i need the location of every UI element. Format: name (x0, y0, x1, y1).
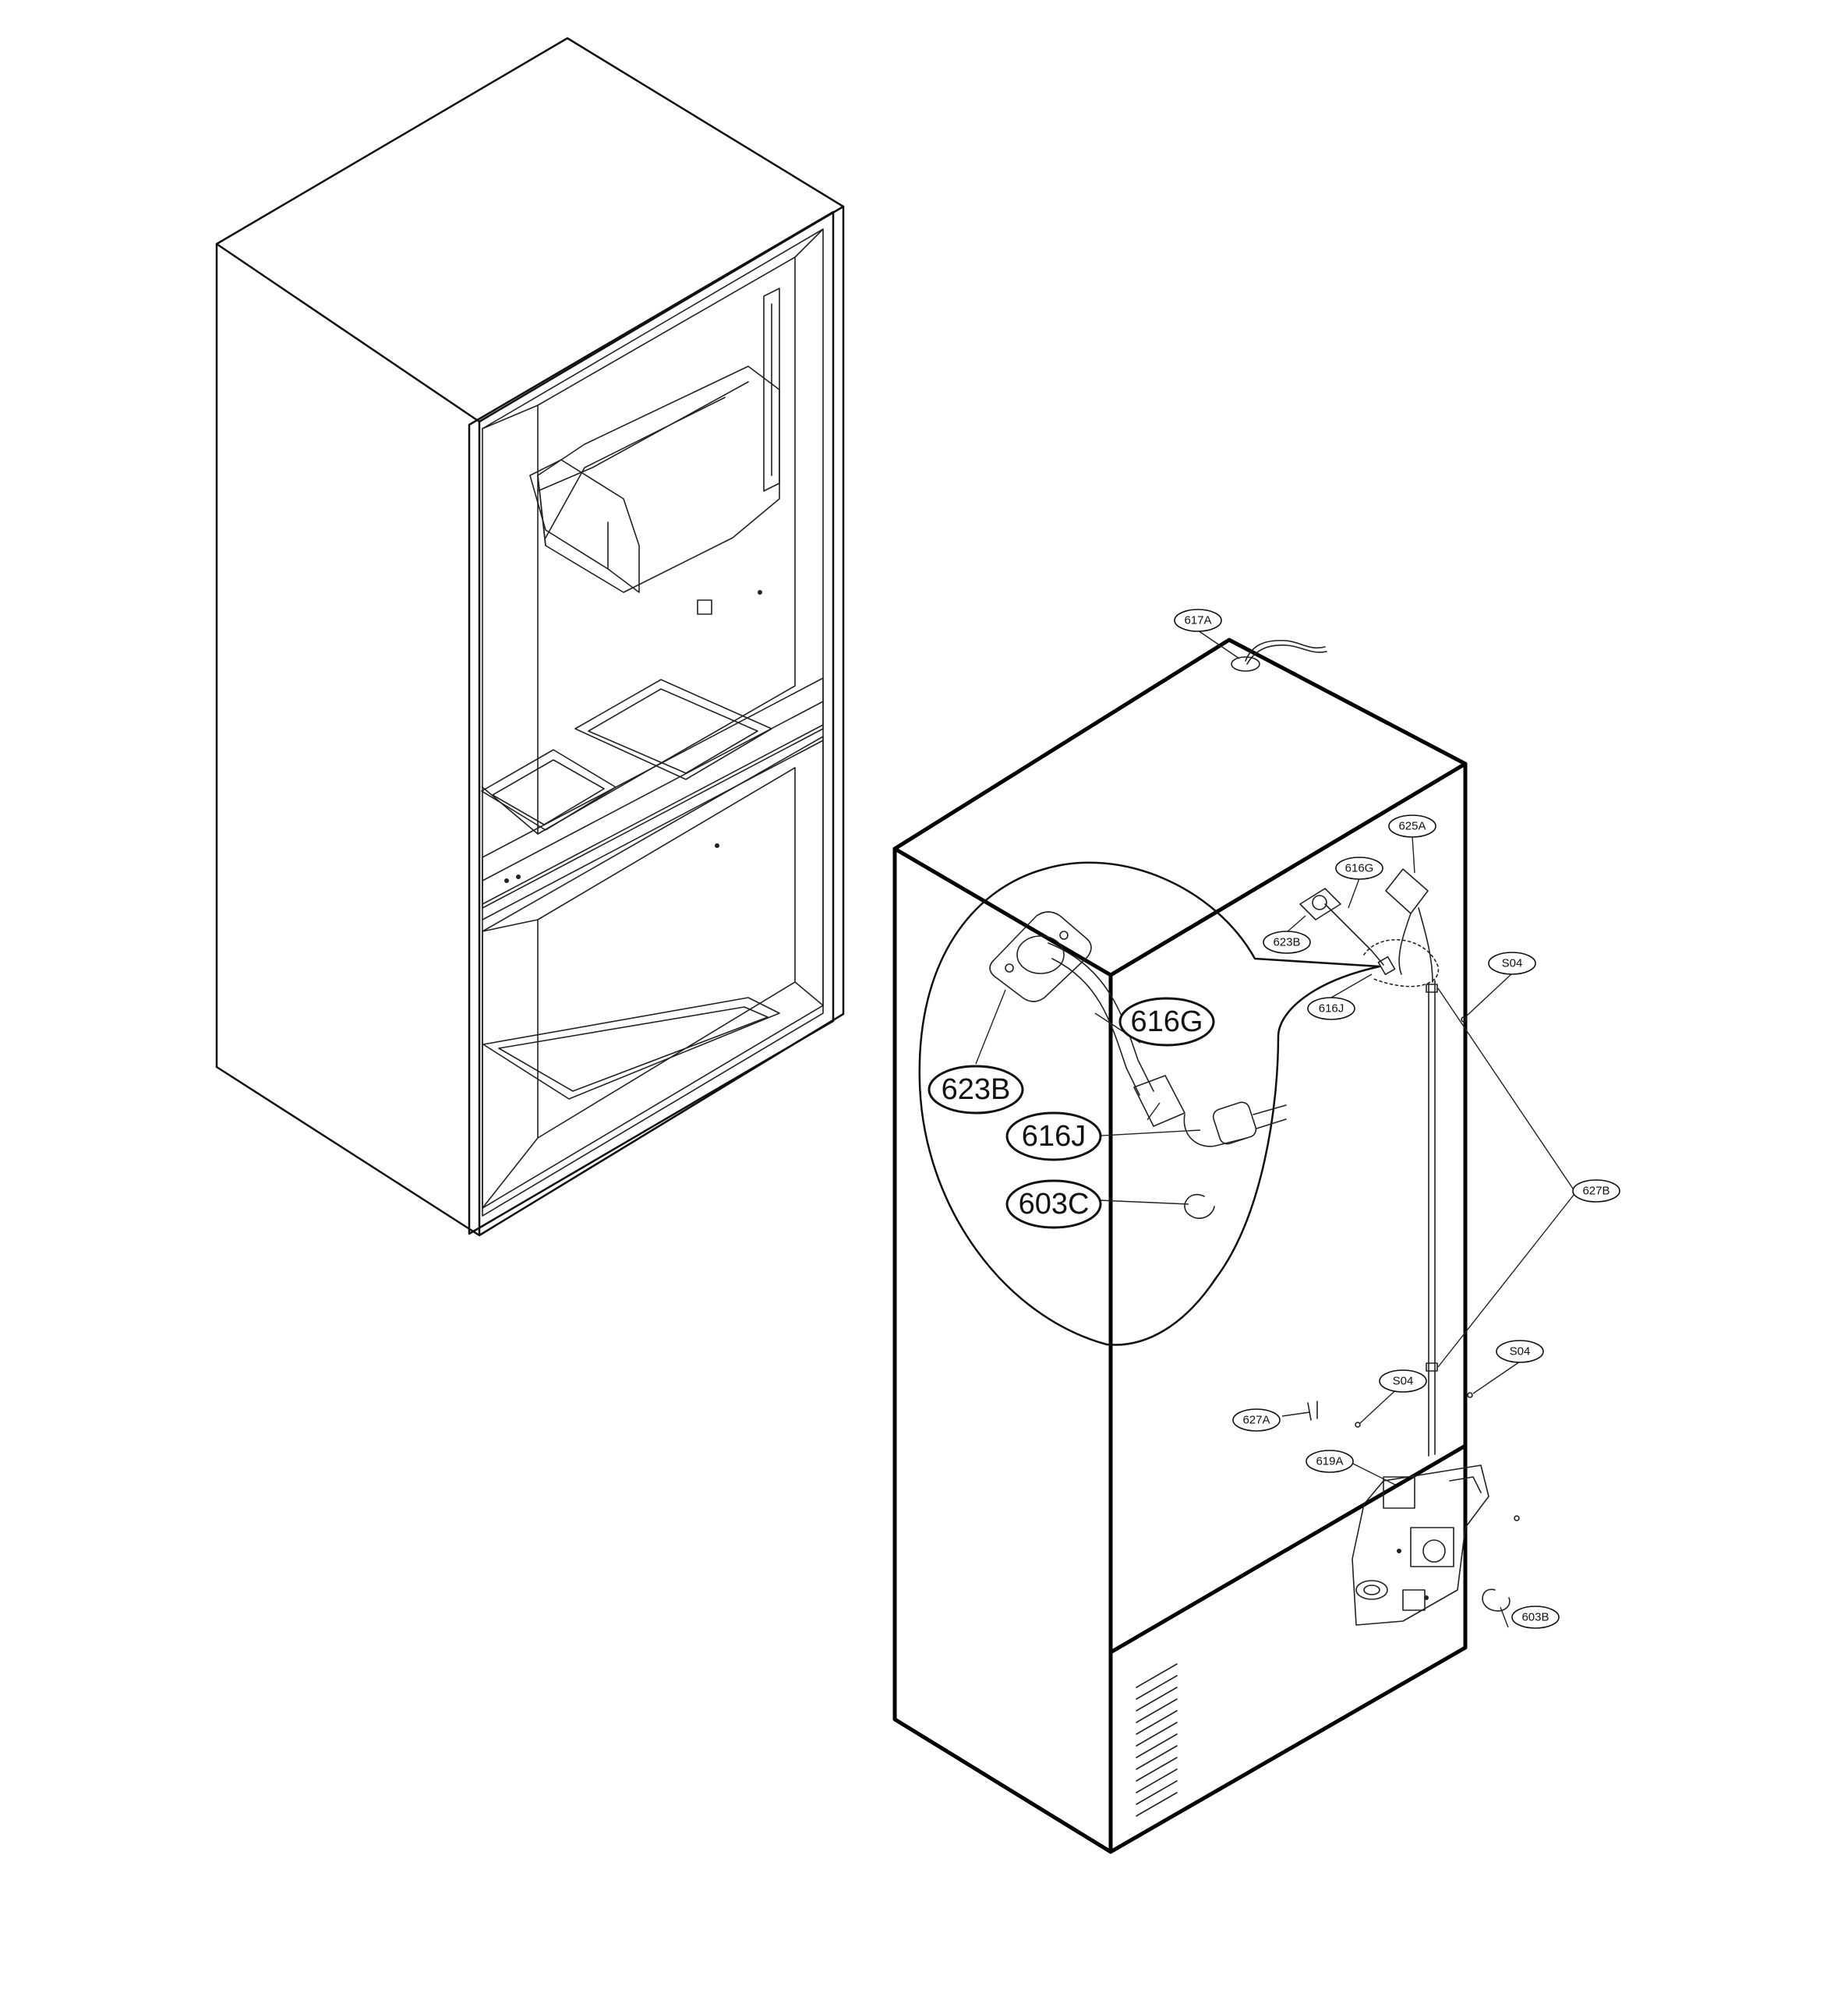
callout-S04-mid: S04 (1496, 1340, 1544, 1363)
vent-grille (1136, 1663, 1178, 1817)
detail-callout-603C: 603C (1005, 1179, 1102, 1229)
callout-619A: 619A (1306, 1450, 1354, 1473)
callout-625A: 625A (1388, 814, 1436, 838)
callout-S04-low: S04 (1379, 1369, 1427, 1393)
callout-627B: 627B (1572, 1179, 1620, 1203)
detail-callout-623B: 623B (928, 1065, 1024, 1115)
svg-text:616J: 616J (1022, 1120, 1086, 1153)
callout-603B: 603B (1511, 1606, 1560, 1629)
callout-616J-small: 616J (1307, 997, 1355, 1020)
detail-callout-616G: 616G (1118, 997, 1215, 1047)
svg-text:S04: S04 (1393, 1375, 1414, 1388)
callout-S04-top: S04 (1488, 952, 1536, 975)
svg-text:623B: 623B (942, 1073, 1011, 1106)
svg-text:603B: 603B (1521, 1611, 1549, 1624)
svg-text:627B: 627B (1582, 1185, 1609, 1198)
detail-callout-616J: 616J (1005, 1111, 1102, 1161)
svg-text:623B: 623B (1273, 936, 1300, 949)
svg-text:627A: 627A (1242, 1414, 1270, 1427)
svg-text:S04: S04 (1510, 1345, 1531, 1358)
svg-text:616G: 616G (1131, 1005, 1203, 1038)
callout-616G-small: 616G (1335, 857, 1383, 880)
svg-text:619A: 619A (1316, 1455, 1343, 1468)
rear-cabinet-drawing (892, 638, 1520, 1854)
svg-text:617A: 617A (1184, 614, 1211, 627)
svg-text:616J: 616J (1319, 1002, 1344, 1016)
svg-text:616G: 616G (1345, 862, 1374, 875)
detail-magnifier (918, 861, 1381, 1346)
leader-lines (975, 630, 1575, 1628)
water-valve-assembly (1352, 1464, 1489, 1626)
svg-text:625A: 625A (1398, 820, 1426, 833)
callout-627A: 627A (1232, 1408, 1281, 1432)
callout-617A: 617A (1174, 609, 1222, 632)
svg-text:603C: 603C (1019, 1188, 1090, 1221)
callout-623B-small: 623B (1263, 931, 1311, 954)
front-cabinet-drawing (215, 37, 845, 1237)
svg-text:S04: S04 (1502, 957, 1523, 970)
